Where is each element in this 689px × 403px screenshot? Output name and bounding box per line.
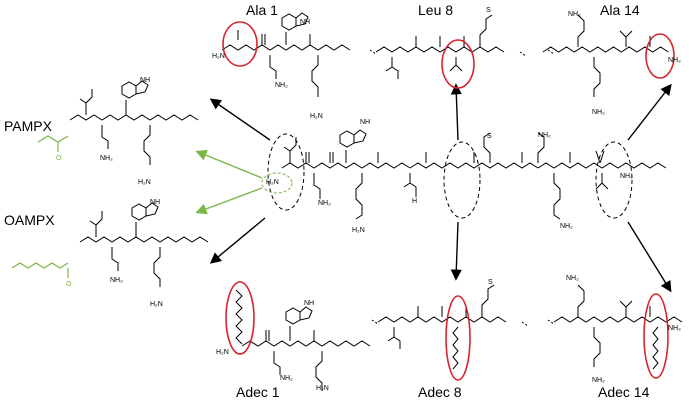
adec14-nh2-cterm: NH₂ bbox=[668, 325, 681, 332]
label-oampx: OAMPX bbox=[4, 212, 55, 228]
central-h: H bbox=[412, 198, 417, 205]
label-ala1: Ala 1 bbox=[246, 2, 278, 18]
central-nh-trp: NH bbox=[360, 119, 370, 126]
ala1-highlight-ring bbox=[222, 21, 258, 67]
oampx-o: O bbox=[66, 281, 72, 288]
leu8-structure bbox=[369, 14, 527, 79]
ala14-nh2-top: NH₂ bbox=[568, 11, 581, 18]
ala1-h2n-lys: H₂N bbox=[310, 113, 323, 120]
adec1-nh: NH bbox=[304, 300, 314, 307]
arrow-to-ala1 bbox=[209, 98, 271, 141]
adec8-s: S bbox=[488, 279, 493, 286]
ala14-structure bbox=[542, 14, 669, 97]
adec8-highlight-ring bbox=[445, 295, 471, 381]
label-adec14: Adec 14 bbox=[598, 384, 650, 400]
dashed-region-n-term bbox=[267, 133, 305, 211]
adec1-highlight-ring bbox=[225, 281, 255, 355]
ala1-structure bbox=[221, 12, 351, 97]
label-pampx: PAMPX bbox=[4, 118, 52, 134]
adec14-highlight-ring bbox=[643, 293, 669, 379]
pampx-nh: NH bbox=[140, 77, 150, 84]
arrow-to-ala14 bbox=[627, 83, 672, 141]
arrow-to-oampx bbox=[195, 187, 263, 215]
leu8-highlight-ring bbox=[441, 39, 475, 89]
pampx-structure bbox=[69, 80, 199, 165]
ala14-nh2-cterm: NH₂ bbox=[668, 57, 681, 64]
adec1-h2n-lys: H₂N bbox=[316, 385, 329, 392]
oampx-nh: NH bbox=[150, 199, 160, 206]
central-nh2-cterm: NH₂ bbox=[620, 173, 633, 180]
adec1-h2n: H₂N bbox=[216, 349, 229, 356]
adec1-structure bbox=[235, 289, 371, 391]
oampx-nh2: NH₂ bbox=[110, 277, 123, 284]
pampx-nh2: NH₂ bbox=[100, 155, 113, 162]
arrow-to-adec1 bbox=[209, 217, 266, 264]
ala14-nh2-bottom: NH₂ bbox=[592, 109, 605, 116]
pampx-lipid-chain bbox=[37, 135, 69, 152]
arrow-to-leu8 bbox=[450, 83, 462, 141]
central-h2n-lys: H₂N bbox=[352, 227, 365, 234]
ala14-highlight-ring bbox=[645, 33, 675, 79]
label-leu8: Leu 8 bbox=[418, 2, 454, 18]
central-nh2-asn: NH₂ bbox=[318, 200, 331, 207]
adec14-nh2-top: NH₂ bbox=[566, 275, 579, 282]
central-s: S bbox=[487, 133, 492, 140]
ala1-nh2: NH₂ bbox=[275, 82, 288, 89]
oampx-structure bbox=[79, 202, 209, 287]
arrows bbox=[195, 83, 672, 293]
central-nh2-lys3: NH₂ bbox=[560, 223, 573, 230]
central-h2n: H₂N bbox=[266, 179, 279, 186]
adec14-structure bbox=[547, 284, 683, 370]
oampx-h2n: H₂N bbox=[150, 301, 163, 308]
ala1-h2n: H₂N bbox=[212, 53, 225, 60]
dashed-region-c-term bbox=[595, 141, 633, 219]
pampx-h2n: H₂N bbox=[138, 179, 151, 186]
leu8-s: S bbox=[486, 7, 491, 14]
arrow-to-adec14 bbox=[627, 221, 672, 293]
label-adec8: Adec 8 bbox=[418, 384, 462, 400]
adec8-structure bbox=[371, 284, 529, 370]
central-peptide bbox=[281, 129, 667, 220]
oampx-lipid-chain bbox=[11, 262, 69, 278]
arrow-to-adec8 bbox=[450, 221, 462, 281]
ala1-nh: NH bbox=[300, 19, 310, 26]
pampx-o: O bbox=[56, 155, 62, 162]
central-nh2-lys2: NH₂ bbox=[538, 132, 551, 139]
arrow-to-pampx bbox=[195, 149, 263, 179]
label-ala14: Ala 14 bbox=[600, 2, 640, 18]
dashed-region-n-amine bbox=[261, 172, 293, 194]
adec1-nh2: NH₂ bbox=[280, 375, 293, 382]
adec14-nh2-bottom: NH₂ bbox=[592, 377, 605, 384]
label-adec1: Adec 1 bbox=[236, 384, 280, 400]
dashed-region-leu8 bbox=[443, 141, 481, 219]
